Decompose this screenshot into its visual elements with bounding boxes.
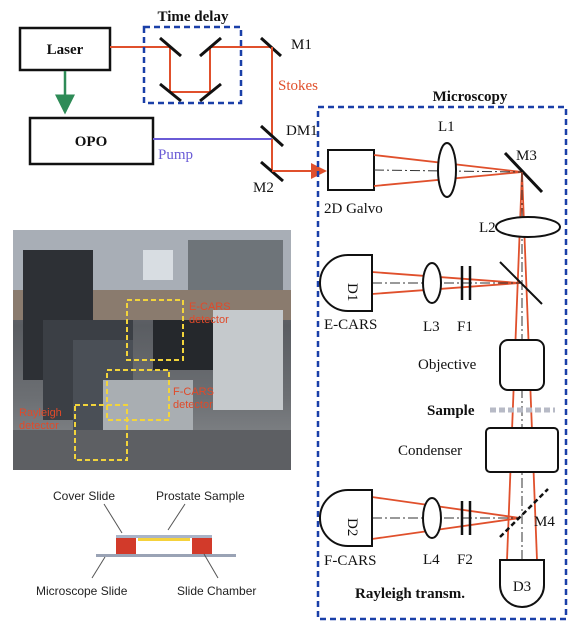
d1-label: D1 [344, 283, 360, 301]
l4-label: L4 [423, 552, 440, 568]
lens-l3 [423, 263, 441, 303]
f2-label: F2 [457, 552, 473, 568]
cover-slide-pointer [104, 504, 122, 533]
laser-label: Laser [47, 42, 84, 58]
time-delay-label: Time delay [158, 9, 229, 25]
lens-l2 [496, 217, 560, 237]
slide-chamber-label: Slide Chamber [177, 584, 256, 598]
fcars-beam-bottom [372, 518, 520, 539]
microscope-slide [96, 554, 236, 557]
fcars-beam-top [372, 497, 520, 518]
fcars-detector-tag-1: F-CARS [173, 386, 214, 398]
rayleigh-detector-tag-2: detector [19, 420, 59, 432]
slide-chamber-left [116, 538, 136, 554]
prostate-sample-pointer [168, 504, 185, 530]
prostate-sample-strip [138, 538, 190, 541]
m3-label: M3 [516, 148, 537, 164]
galvo-box [328, 150, 374, 190]
fcars-detector-tag-2: detector [173, 399, 213, 411]
lens-l4 [423, 498, 441, 538]
l2-label: L2 [479, 220, 496, 236]
m1-label: M1 [291, 37, 312, 53]
m4-label: M4 [534, 514, 555, 530]
l1-label: L1 [438, 119, 455, 135]
d2-label: D2 [344, 518, 360, 536]
rayleigh-label: Rayleigh transm. [355, 586, 465, 602]
stokes-label: Stokes [278, 78, 318, 94]
ecars-beam-bottom [372, 283, 520, 294]
lens-l1 [438, 143, 456, 197]
condenser-box [486, 428, 558, 472]
fcars-label: F-CARS [324, 553, 377, 569]
cover-slide [116, 535, 212, 538]
condenser-label: Condenser [398, 443, 462, 459]
microscopy-label: Microscopy [433, 89, 508, 105]
ecars-beam-top [372, 272, 520, 283]
f1-label: F1 [457, 319, 473, 335]
pump-label: Pump [158, 147, 193, 163]
objective-label: Objective [418, 357, 477, 373]
delay-beam [155, 47, 270, 92]
d3-label: D3 [513, 579, 531, 595]
prostate-sample-label: Prostate Sample [156, 489, 245, 503]
ecars-detector-tag-1: E-CARS [189, 301, 231, 313]
m2-label: M2 [253, 180, 274, 196]
slide-chamber-pointer [204, 554, 218, 578]
microscope-slide-label: Microscope Slide [36, 584, 128, 598]
opo-label: OPO [75, 134, 108, 150]
cover-slide-label: Cover Slide [53, 489, 115, 503]
ecars-label: E-CARS [324, 317, 377, 333]
l3-label: L3 [423, 319, 440, 335]
objective-box [500, 340, 544, 390]
sample-label: Sample [427, 403, 475, 419]
slide-chamber-right [192, 538, 212, 554]
ecars-detector-tag-2: detector [189, 314, 229, 326]
setup-photo: E-CARS detector F-CARS detector Rayleigh… [13, 230, 291, 470]
dm1-label: DM1 [286, 123, 318, 139]
microscope-slide-pointer [92, 557, 105, 578]
rayleigh-detector-tag-1: Rayleigh [19, 407, 62, 419]
galvo-label: 2D Galvo [324, 201, 383, 217]
